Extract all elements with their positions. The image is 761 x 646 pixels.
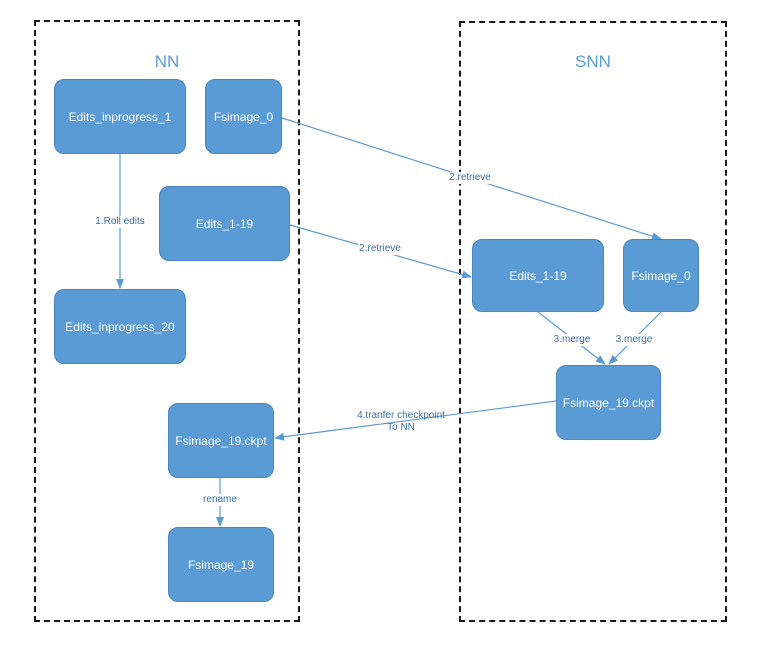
label-transfer-checkpoint: 4.tranfer checkpoint To NN (356, 410, 446, 434)
edge-transfer-checkpoint (274, 400, 557, 441)
node-fsimage-0-snn: Fsimage_0 (623, 239, 699, 312)
node-edits-1-19-nn: Edits_1-19 (159, 186, 290, 261)
label-retrieve-edits: 2.retrieve (358, 243, 402, 255)
node-fsimage-19: Fsimage_19 (168, 527, 274, 602)
label-transfer-line1: 4.tranfer checkpoint (357, 410, 445, 421)
node-edits-inprogress-20: Edits_inprogress_20 (54, 289, 186, 364)
nn-title: NN (154, 52, 180, 71)
node-fsimage-19-ckpt-nn: Fsimage_19.ckpt (168, 403, 274, 478)
label-merge-fsimage: 3.merge (614, 334, 654, 346)
snn-title: SNN (575, 52, 611, 71)
snn-container (459, 21, 727, 622)
label-retrieve-fsimage: 2.retrieve (448, 172, 492, 184)
label-transfer-line2: To NN (387, 422, 415, 433)
label-roll-edits: 1.Roll edits (94, 216, 146, 228)
node-fsimage-0-nn: Fsimage_0 (205, 79, 282, 154)
label-rename: rename (202, 494, 238, 506)
nn-container (34, 20, 300, 622)
node-edits-inprogress-1: Edits_inprogress_1 (54, 79, 186, 154)
node-fsimage-19-ckpt-snn: Fsimage_19.ckpt (556, 365, 661, 440)
node-edits-1-19-snn: Edits_1-19 (472, 239, 604, 312)
label-merge-edits: 3.merge (552, 334, 592, 346)
